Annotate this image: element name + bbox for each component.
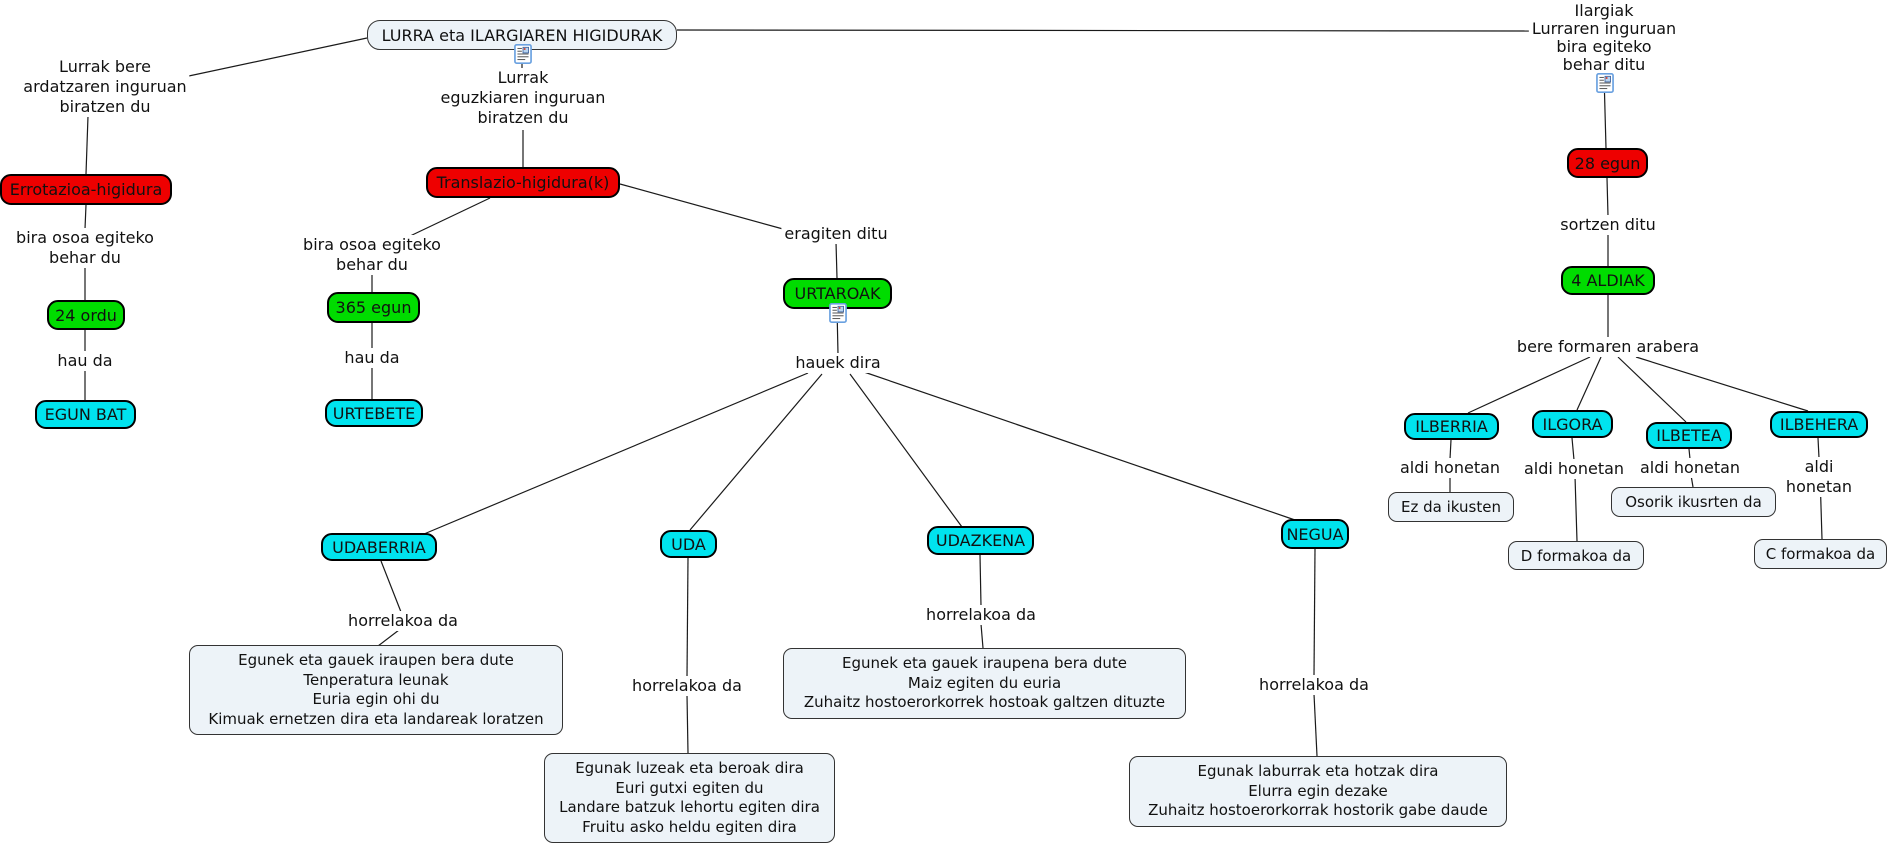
link-causes: eragiten ditu: [781, 224, 891, 244]
result-new-moon: Ez da ikusten: [1388, 492, 1514, 522]
concept-28-days-label: 28 egun: [1574, 153, 1641, 173]
concept-translation-label: Translazio-higidura(k): [436, 173, 610, 192]
link-phase-4: aldi honetan: [1782, 457, 1856, 497]
concept-4-phases-label: 4 ALDIAK: [1571, 271, 1645, 290]
concept-waxing-moon-label: ILGORA: [1542, 414, 1603, 434]
link-full-turn-left: bira osoa egiteko behar du: [13, 228, 157, 268]
concept-rotation-label: Errotazioa-higidura: [9, 180, 163, 199]
summer-description: Egunak luzeak eta beroak dira Euri gutxi…: [544, 753, 835, 843]
link-earth-sun: Lurrak eguzkiaren inguruan biratzen du: [437, 68, 609, 128]
concept-summer[interactable]: UDA: [660, 530, 717, 558]
spring-description: Egunek eta gauek iraupen bera dute Tenpe…: [189, 645, 563, 735]
concept-new-moon[interactable]: ILBERRIA: [1404, 413, 1499, 440]
concept-autumn-label: UDAZKENA: [935, 531, 1026, 550]
link-hau-da-mid: hau da: [341, 348, 403, 368]
concept-seasons-label: URTAROAK: [794, 284, 881, 303]
link-spring-is: horrelakoa da: [345, 611, 461, 631]
concept-365-days-label: 365 egun: [335, 298, 412, 317]
concept-new-moon-label: ILBERRIA: [1415, 417, 1488, 436]
autumn-description: Egunek eta gauek iraupena bera dute Maiz…: [783, 648, 1186, 719]
result-new-moon-label: Ez da ikusten: [1401, 498, 1501, 516]
link-winter-is: horrelakoa da: [1256, 675, 1372, 695]
link-moon-earth: Ilargiak Lurraren inguruan bira egiteko …: [1528, 2, 1680, 74]
result-full-moon: Osorik ikusrten da: [1611, 487, 1776, 517]
link-earth-axis: Lurrak bere ardatzaren inguruan biratzen…: [20, 57, 190, 117]
winter-description: Egunak laburrak eta hotzak dira Elurra e…: [1129, 756, 1507, 827]
concept-24-hours[interactable]: 24 ordu: [47, 300, 125, 330]
concept-waning-moon-label: ILBEHERA: [1779, 415, 1859, 434]
concept-spring[interactable]: UDABERRIA: [321, 533, 437, 561]
concept-rotation[interactable]: Errotazioa-higidura: [0, 174, 172, 205]
link-phase-3: aldi honetan: [1636, 458, 1744, 478]
resource-icon[interactable]: [1596, 73, 1614, 93]
concept-waning-moon[interactable]: ILBEHERA: [1770, 411, 1868, 438]
concept-summer-label: UDA: [671, 534, 706, 554]
concept-winter-label: NEGUA: [1286, 524, 1344, 544]
result-waxing-moon-label: D formakoa da: [1520, 546, 1632, 565]
concept-365-days[interactable]: 365 egun: [327, 292, 420, 323]
link-full-turn-mid: bira osoa egiteko behar du: [300, 235, 444, 275]
link-by-shape: bere formaren arabera: [1513, 337, 1703, 357]
result-waning-moon: C formakoa da: [1754, 539, 1887, 569]
concept-translation[interactable]: Translazio-higidura(k): [426, 167, 620, 198]
concept-28-days[interactable]: 28 egun: [1567, 148, 1648, 178]
concept-one-year-label: URTEBETE: [332, 403, 416, 423]
result-full-moon-label: Osorik ikusrten da: [1625, 493, 1762, 511]
concept-waxing-moon[interactable]: ILGORA: [1532, 410, 1613, 438]
link-phase-2: aldi honetan: [1520, 459, 1628, 479]
concept-full-moon-label: ILBETEA: [1656, 426, 1722, 445]
link-creates: sortzen ditu: [1557, 215, 1659, 235]
concept-24-hours-label: 24 ordu: [55, 305, 117, 325]
concept-one-day[interactable]: EGUN BAT: [35, 400, 136, 429]
result-waxing-moon: D formakoa da: [1508, 541, 1644, 570]
concept-one-year[interactable]: URTEBETE: [325, 399, 423, 427]
link-phase-1: aldi honetan: [1396, 458, 1504, 478]
concept-winter[interactable]: NEGUA: [1281, 519, 1349, 549]
concept-4-phases[interactable]: 4 ALDIAK: [1561, 266, 1655, 295]
title-label: LURRA eta ILARGIAREN HIGIDURAK: [381, 25, 663, 45]
concept-one-day-label: EGUN BAT: [44, 405, 127, 424]
resource-icon[interactable]: [829, 303, 847, 323]
concept-autumn[interactable]: UDAZKENA: [927, 526, 1034, 555]
link-summer-is: horrelakoa da: [629, 676, 745, 696]
link-hau-da-left: hau da: [54, 351, 116, 371]
link-autumn-is: horrelakoa da: [923, 605, 1039, 625]
link-these-are: hauek dira: [792, 353, 884, 373]
result-waning-moon-label: C formakoa da: [1765, 545, 1876, 563]
concept-spring-label: UDABERRIA: [332, 537, 426, 557]
concept-full-moon[interactable]: ILBETEA: [1646, 422, 1732, 449]
resource-icon[interactable]: [514, 44, 532, 64]
